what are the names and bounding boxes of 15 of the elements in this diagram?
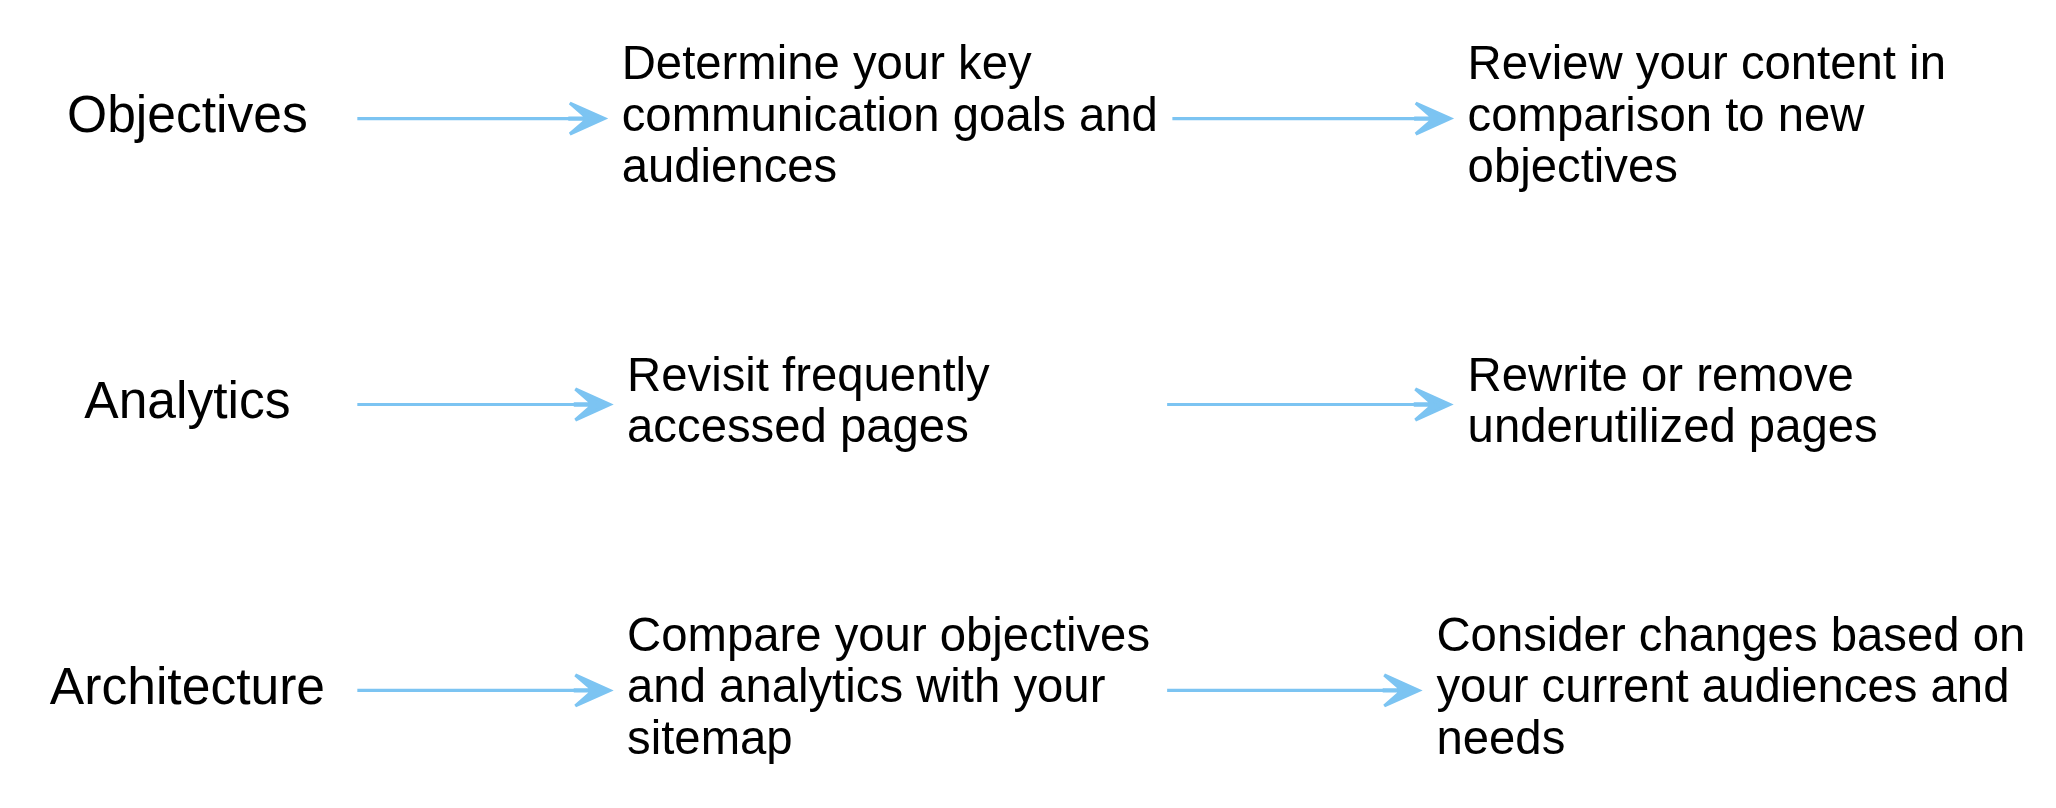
node-text: Rewrite or remove underutilized pages [1467,347,1878,452]
arrow [1172,101,1452,136]
node-text: Analytics [84,370,291,429]
arrow [357,101,606,136]
node-text: Consider changes based on your current audiences and needs [1436,607,2026,764]
arrow [357,386,612,422]
node-text: Revisit frequently accessed pages [627,347,990,452]
node-text: Review your content in comparison to new objectives [1467,35,1946,192]
node-text: Architecture [49,656,326,715]
arrow [357,672,612,707]
node-text: Determine your key communication goals and audiences [621,35,1158,192]
arrow [1167,386,1452,422]
node-text: Compare your objectives and analytics with your sitemap [627,607,1151,764]
node-text: Objectives [67,84,308,143]
arrow [1167,672,1421,707]
